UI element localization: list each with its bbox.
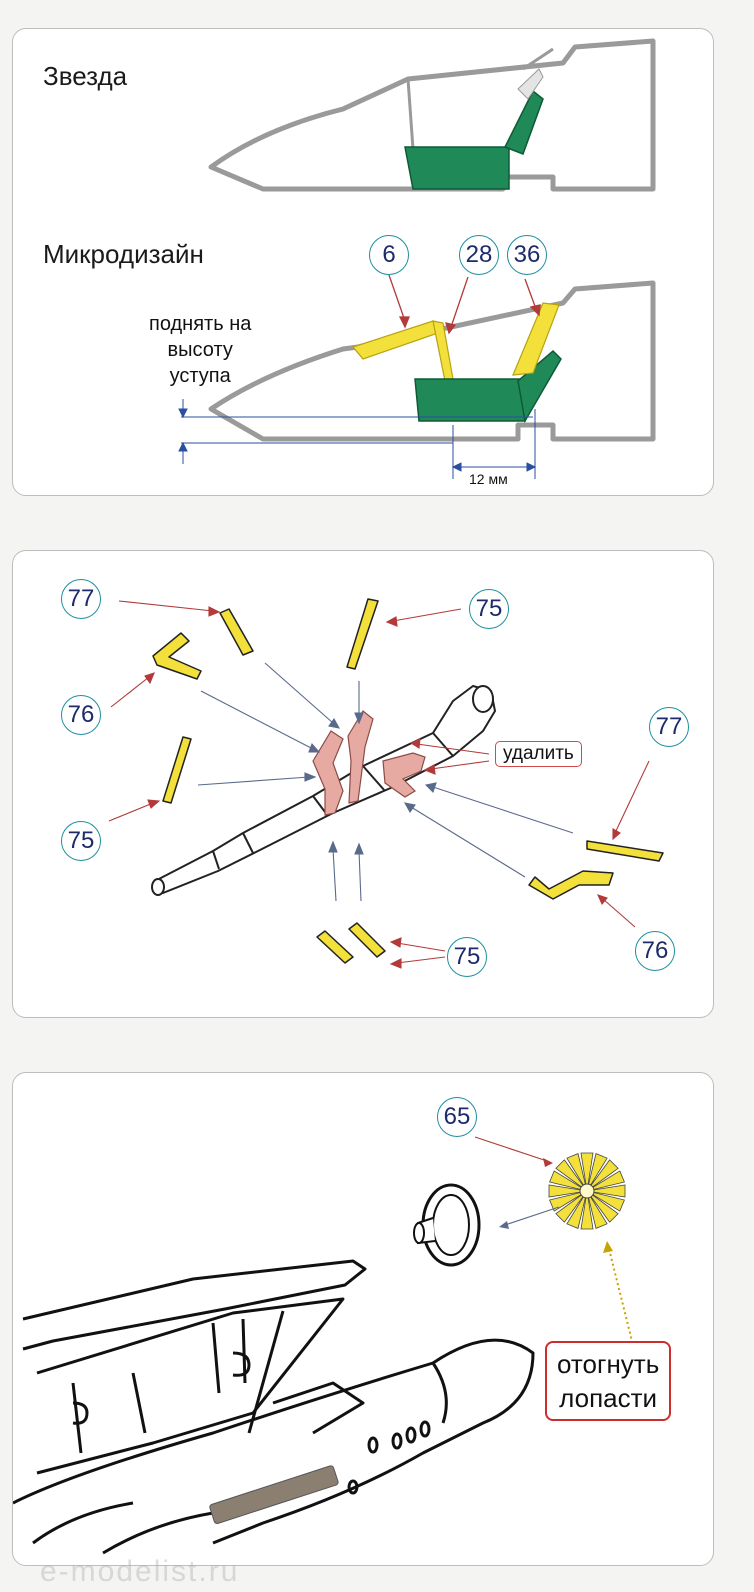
cockpit-drawing [178,38,656,479]
title-zvezda: Звезда [43,61,128,91]
part-77-right [586,840,664,862]
fan-arrows [474,1136,636,1354]
part-arrows [388,274,541,335]
part-76-right [528,870,614,900]
part-75-bottom-1 [316,930,354,964]
remove-label: удалить [495,741,582,767]
part-badge-75-left: 75 [61,821,101,861]
gun-drawing [108,598,664,969]
part-badge-75-bottom: 75 [447,937,487,977]
engine-hub [413,1183,481,1267]
raise-note-line-2: высоту [167,339,233,361]
part-badge-36: 36 [507,235,547,275]
part-76-upper [152,632,202,680]
dimension-lines [178,399,537,479]
panel-gun-parts: 77 75 76 75 77 76 75 удалить [12,550,714,1018]
raise-note-line-3: уступа [169,365,231,387]
part-36-yellow [512,302,560,376]
part-badge-75-top: 75 [469,589,509,629]
bend-blades-label: отогнуть лопасти [545,1341,672,1421]
bend-blades-line-2: лопасти [559,1383,658,1413]
assembly-arrows [197,662,574,902]
raise-note: поднять на высоту уступа [149,311,251,389]
part-badge-28: 28 [459,235,499,275]
part-77-upper [219,608,254,656]
aircraft-fuselage [13,1259,535,1555]
microdesign-seatback-green [517,349,562,424]
part-badge-65: 65 [437,1097,477,1137]
part-badge-76-left: 76 [61,695,101,735]
part-badge-77-right: 77 [649,707,689,747]
yellow-pe-parts [152,598,664,964]
part-badge-6: 6 [369,235,409,275]
intake-grille [209,1465,339,1525]
zvezda-headrest [517,68,544,100]
part-75-bottom-2 [348,922,386,958]
part-75-left [162,736,192,804]
zvezda-seat-green [404,146,510,190]
raise-note-line-1: поднять на [149,313,252,335]
title-microdesign: Микродизайн [43,239,204,269]
microdesign-seat-green [414,378,526,422]
leader-arrows [108,600,650,969]
panel-cockpit-comparison: Звезда Микродизайн поднять на высоту уст… [12,28,714,496]
part-badge-76-right: 76 [635,931,675,971]
part-badge-77-top: 77 [61,579,101,619]
engine-drawing [13,1136,636,1555]
fan-part-65 [548,1152,626,1230]
bend-blades-line-1: отогнуть [557,1349,660,1379]
part-75-upper [346,598,379,670]
zvezda-cockpit [208,38,656,192]
watermark: e-modelist.ru [40,1555,240,1588]
removable-brackets [312,710,426,816]
part-6-yellow [351,320,439,360]
dimension-label: 12 мм [469,471,508,487]
panel-engine-fan: 65 отогнуть лопасти [12,1072,714,1566]
zvezda-seatback-green [503,89,544,155]
